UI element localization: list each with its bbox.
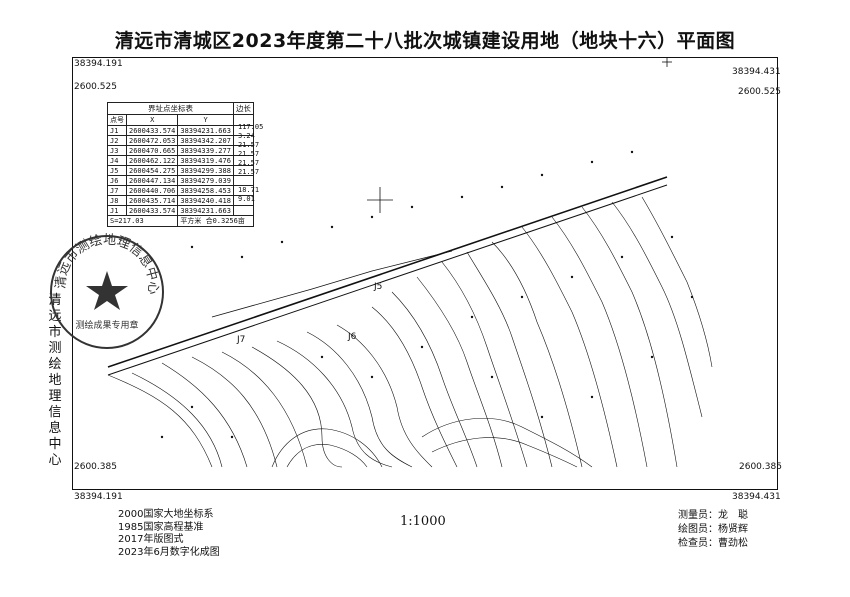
side-label: 清远市测绘地理信息中心 [48, 293, 62, 468]
official-seal: 清远市测绘地理信息中心 测绘成果专用章 [50, 233, 164, 349]
legend-line: 1985国家高程基准 [118, 521, 204, 533]
edge-length: 117.05 [238, 123, 264, 131]
contour [276, 340, 393, 468]
coord-header-x: X [125, 114, 179, 126]
coord-header-dist: 边长 [232, 102, 254, 115]
edge-length: 21.57 [238, 150, 260, 158]
contour [466, 251, 553, 468]
contour [191, 356, 278, 468]
area-note: 平方米 合0.3256亩 [177, 215, 254, 227]
legend-line: 2000国家大地坐标系 [118, 509, 214, 520]
contour [306, 331, 413, 468]
corner-bottom-left-y: 38394.191 [74, 492, 123, 502]
edge-length: 18.71 [238, 186, 260, 194]
star-icon [86, 271, 128, 310]
map-title: 清远市清城区2023年度第二十八批次城镇建设用地（地块十六）平面图 [114, 30, 736, 52]
coord-header-id: 点号 [107, 114, 127, 126]
coord-header-y: Y [177, 114, 234, 126]
contour [131, 372, 223, 468]
contour [416, 276, 503, 468]
area-value: S=217.03 [106, 215, 179, 227]
contour [421, 418, 593, 468]
corner-top-left-x: 2600.525 [74, 82, 117, 92]
point-label-j5: J5 [373, 282, 382, 292]
staff-checker: 检查员：曹劲松 [678, 538, 748, 549]
contour [271, 428, 383, 468]
edge-length: 3.24 [238, 132, 255, 140]
corner-top-left-y: 38394.191 [74, 59, 123, 69]
road-line [107, 184, 668, 376]
contour [221, 351, 308, 468]
contour [431, 437, 578, 468]
contour [107, 374, 213, 468]
staff-surveyor: 测量员：龙 聪 [678, 510, 748, 521]
contour [551, 216, 648, 468]
corner-top-right-y: 38394.431 [732, 67, 781, 77]
contour [641, 196, 713, 368]
corner-bottom-right-x: 2600.385 [739, 462, 782, 472]
map-scale: 1:1000 [400, 514, 446, 529]
legend-block: 2000国家大地坐标系 1985国家高程基准 2017年版图式 2023年6月数… [118, 509, 220, 559]
point-label-j6: J6 [347, 332, 357, 342]
corner-bottom-left-x: 2600.385 [74, 462, 117, 472]
contour [336, 324, 433, 468]
contour [251, 346, 343, 468]
legend-line: 2023年6月数字化成图 [118, 546, 220, 558]
svg-text:测绘成果专用章: 测绘成果专用章 [75, 319, 138, 331]
staff-block: 测量员：龙 聪 绘图员：杨贤辉 检查员：曹劲松 [678, 509, 748, 551]
contour [371, 306, 458, 468]
grid-crosses [367, 57, 672, 213]
topographic-map: J5 J6 J7 J8 [107, 57, 713, 468]
contour [161, 362, 248, 468]
contour [521, 226, 618, 468]
contour [491, 241, 583, 468]
contour [286, 444, 368, 468]
survey-points [160, 150, 694, 439]
edge-length: 21.57 [238, 159, 260, 167]
edge-length: 9.01 [238, 195, 255, 203]
point-label-j7: J7 [236, 335, 245, 345]
fence-line [211, 250, 453, 318]
boundary-line [107, 176, 668, 368]
edge-length: 21.57 [238, 168, 260, 176]
edge-length: 21.57 [238, 141, 260, 149]
contour [611, 201, 703, 418]
staff-drafter: 绘图员：杨贤辉 [678, 524, 748, 535]
contour [581, 206, 678, 468]
legend-line: 2017年版图式 [118, 534, 184, 545]
corner-bottom-right-y: 38394.431 [732, 492, 781, 502]
map-frame [72, 57, 778, 490]
contour [391, 291, 478, 468]
coord-table-title: 界址点坐标表 [107, 102, 234, 115]
contour [441, 261, 528, 468]
corner-top-right-x: 2600.525 [738, 87, 781, 97]
